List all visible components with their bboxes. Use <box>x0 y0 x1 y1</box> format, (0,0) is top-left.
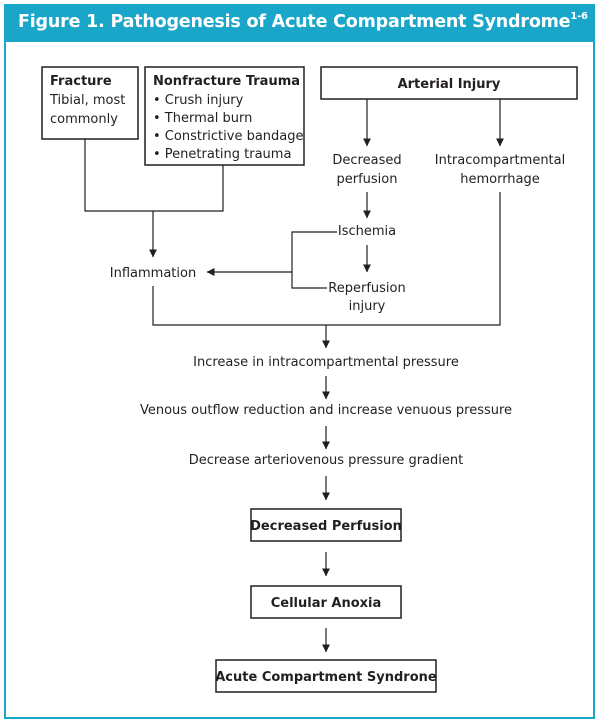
nonfracture-item: • Penetrating trauma <box>153 147 291 162</box>
nonfracture-item: • Crush injury <box>153 93 244 108</box>
venous-outflow-label: Venous outflow reduction and increase ve… <box>140 403 512 418</box>
fracture-line-1: Tibial, most <box>49 93 125 108</box>
decreased-perfusion-box <box>250 508 402 542</box>
arterial-injury-label: Arterial Injury <box>398 77 501 92</box>
decreased-perfusion-label-2: perfusion <box>337 172 398 187</box>
figure-title-text: Figure 1. Pathogenesis of Acute Compartm… <box>18 12 571 32</box>
fracture-title: Fracture <box>50 74 112 89</box>
decreased-perfusion-label-1: Decreased <box>332 153 401 168</box>
reperfusion-label-2: injury <box>349 299 386 314</box>
trauma-merge-line <box>84 139 224 212</box>
fracture-box <box>41 66 139 140</box>
acs-box <box>215 659 437 693</box>
cellular-anoxia-label: Cellular Anoxia <box>271 596 382 611</box>
inflammation-label: Inflammation <box>110 266 196 281</box>
figure-title-bar: Figure 1. Pathogenesis of Acute Compartm… <box>6 6 593 42</box>
nonfracture-box <box>144 66 305 166</box>
hemorrhage-label-2: hemorrhage <box>460 172 540 187</box>
figure-title: Figure 1. Pathogenesis of Acute Compartm… <box>18 11 588 32</box>
gradient-label: Decrease arteriovenous pressure gradient <box>189 453 463 468</box>
decreased-perfusion-box-label: Decreased Perfusion <box>250 519 402 534</box>
nonfracture-title: Nonfracture Trauma <box>153 74 300 89</box>
nonfracture-item: • Constrictive bandage <box>153 129 304 144</box>
hemorrhage-label-1: Intracompartmental <box>435 153 565 168</box>
arterial-injury-box <box>320 66 578 100</box>
fracture-line-2: commonly <box>50 112 118 127</box>
pressure-merge-line <box>152 192 501 326</box>
reperfusion-label-1: Reperfusion <box>328 281 405 296</box>
pressure-increase-label: Increase in intracompartmental pressure <box>193 355 459 370</box>
ischemia-label: Ischemia <box>338 224 396 239</box>
figure-title-superscript: 1-6 <box>570 11 588 23</box>
ischemia-reperfusion-bracket <box>291 231 337 289</box>
acs-label: Acute Compartment Syndrone <box>215 670 437 685</box>
cellular-anoxia-box <box>250 585 402 619</box>
nonfracture-item: • Thermal burn <box>153 111 252 126</box>
